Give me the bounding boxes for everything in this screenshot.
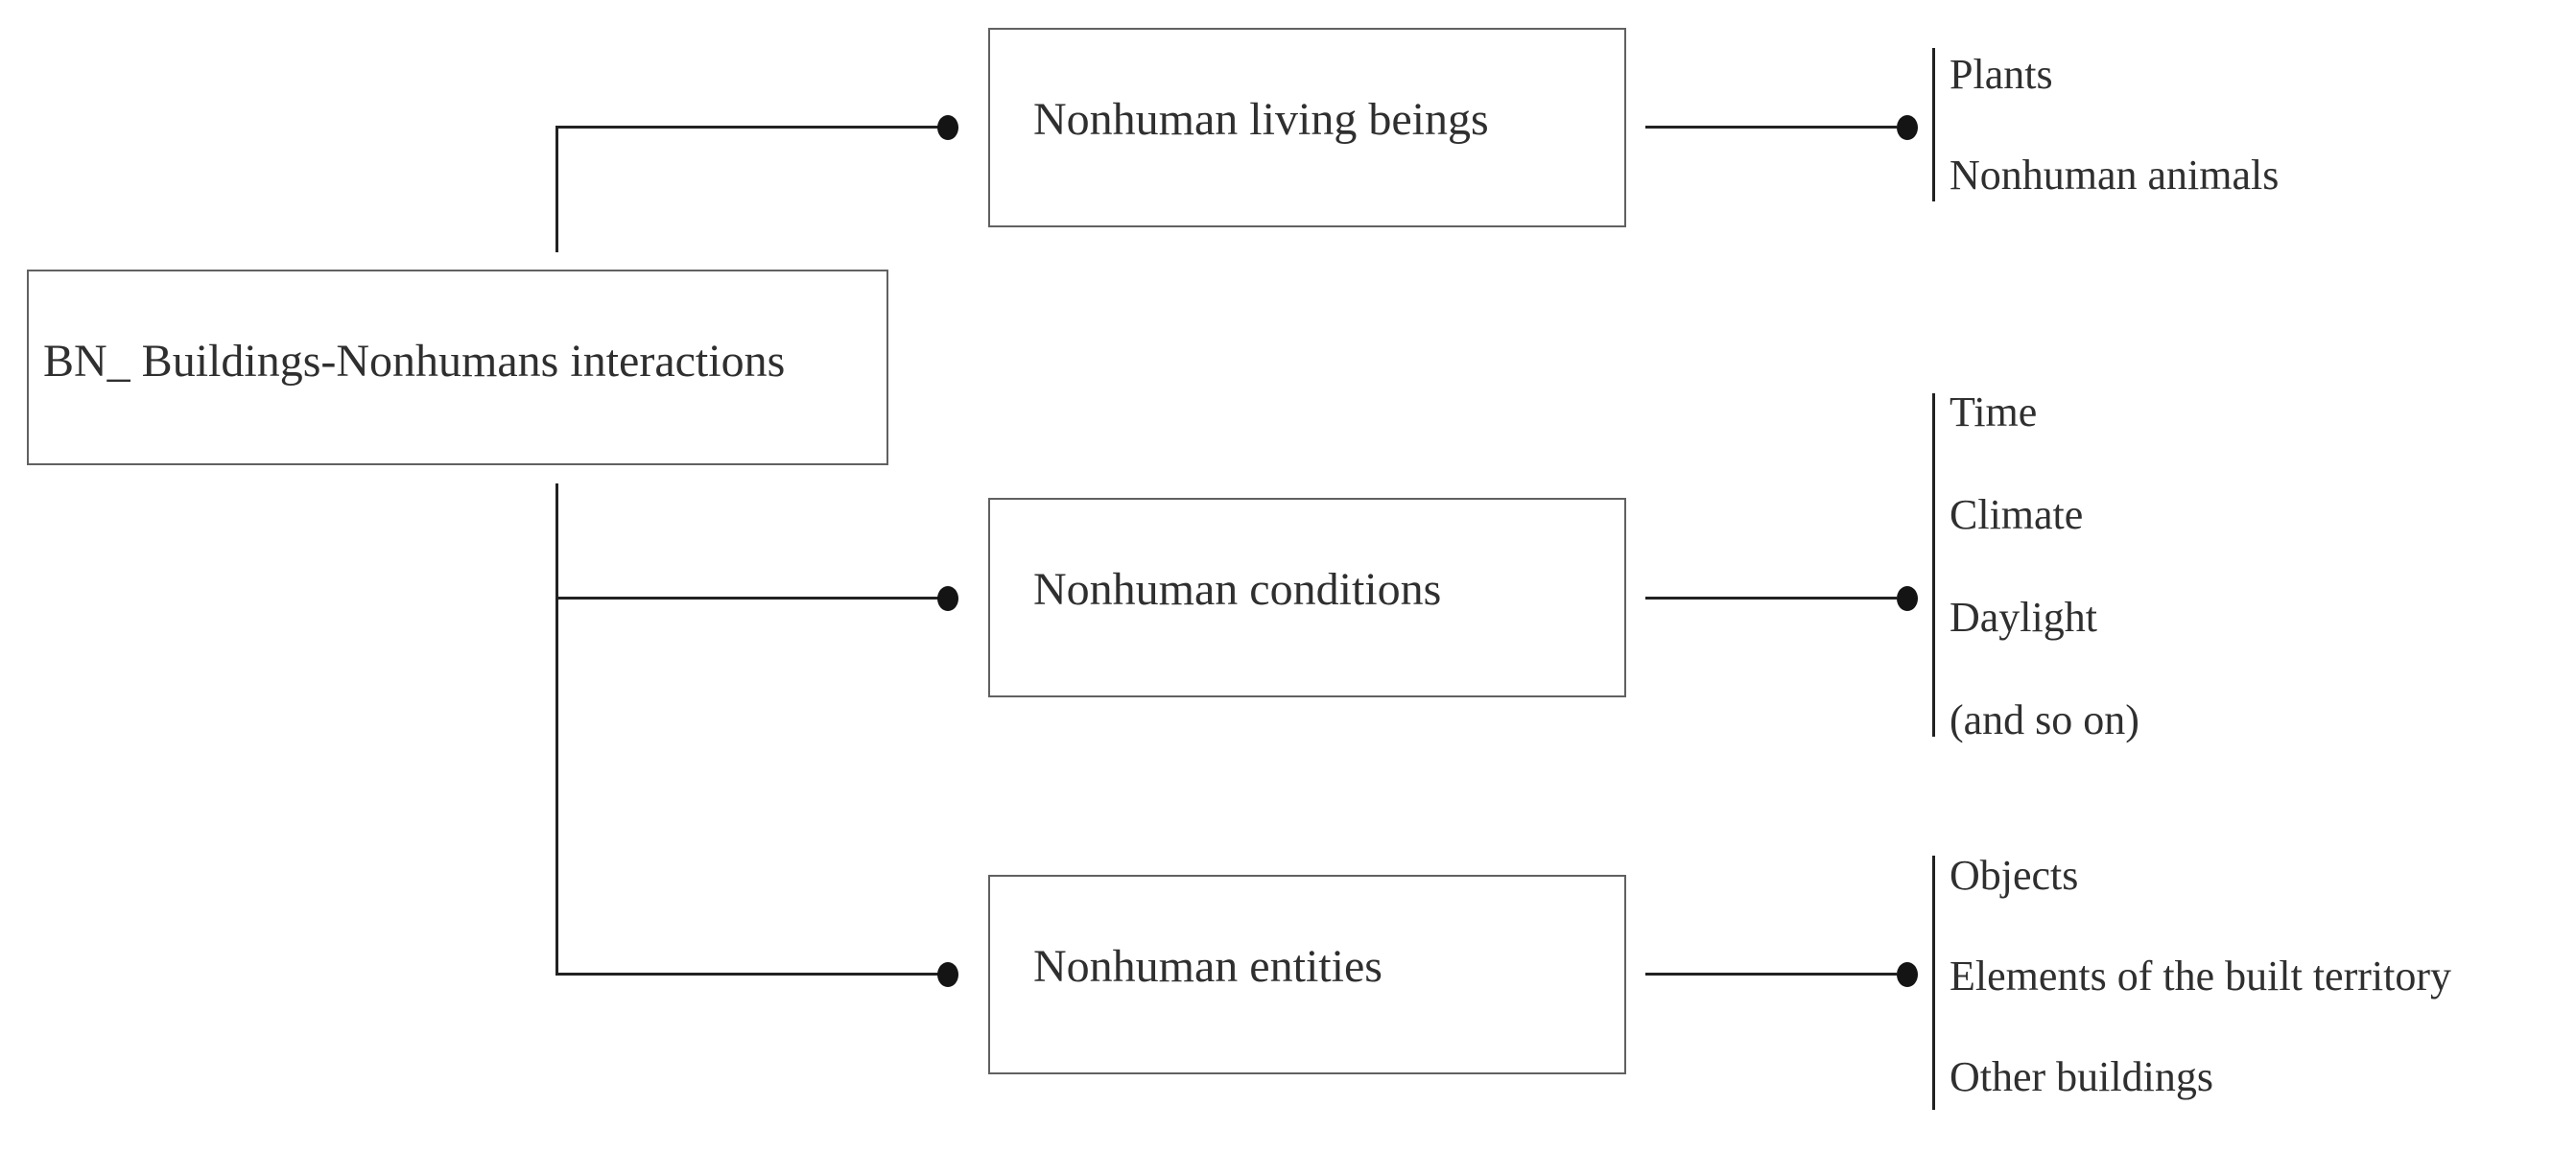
connector-dot-icon	[937, 586, 958, 611]
item-group-bar	[1932, 48, 1935, 201]
list-item-label: Other buildings	[1950, 1052, 2213, 1100]
category-box-label: Nonhuman living beings	[1033, 93, 1489, 145]
category-box-label: Nonhuman entities	[1033, 940, 1383, 992]
item-group-bar	[1932, 393, 1935, 737]
connector-dot-icon	[1897, 115, 1918, 140]
connector-dot-icon	[1897, 962, 1918, 987]
list-item-label: Time	[1950, 388, 2038, 435]
list-item-label: Climate	[1950, 490, 2084, 538]
root-box: BN_ Buildings-Nonhumans interactions	[27, 270, 888, 465]
item-list-entities: Objects Elements of the built territory …	[1950, 825, 2451, 1127]
connector-trunk-top	[555, 128, 558, 252]
category-box-nonhuman-living-beings: Nonhuman living beings	[988, 28, 1626, 227]
list-item-label: Plants	[1950, 50, 2053, 98]
list-item: Other buildings	[1950, 1026, 2451, 1127]
connector-branch-entities	[555, 973, 938, 976]
item-group-bar	[1932, 856, 1935, 1110]
root-box-label: BN_ Buildings-Nonhumans interactions	[43, 335, 786, 387]
list-item: Nonhuman animals	[1950, 125, 2279, 225]
list-item-label: Daylight	[1950, 593, 2097, 641]
item-list-conditions: Time Climate Daylight (and so on)	[1950, 361, 2139, 771]
list-item-label: (and so on)	[1950, 695, 2139, 743]
connector-trunk-bottom	[555, 483, 558, 976]
list-item: Objects	[1950, 825, 2451, 926]
connector-dot-icon	[937, 115, 958, 140]
list-item: Daylight	[1950, 566, 2139, 669]
list-item: Time	[1950, 361, 2139, 463]
category-box-nonhuman-entities: Nonhuman entities	[988, 875, 1626, 1074]
list-item-label: Objects	[1950, 851, 2079, 899]
list-item: Climate	[1950, 463, 2139, 566]
connector-to-items-entities	[1645, 973, 1897, 976]
list-item: Elements of the built territory	[1950, 926, 2451, 1026]
list-item-label: Nonhuman animals	[1950, 151, 2280, 199]
item-list-living-beings: Plants Nonhuman animals	[1950, 24, 2279, 225]
category-box-label: Nonhuman conditions	[1033, 563, 1442, 615]
list-item: (and so on)	[1950, 669, 2139, 771]
list-item: Plants	[1950, 24, 2279, 125]
connector-to-items-living-beings	[1645, 126, 1897, 129]
list-item-label: Elements of the built territory	[1950, 952, 2451, 1000]
category-box-nonhuman-conditions: Nonhuman conditions	[988, 498, 1626, 697]
connector-dot-icon	[937, 962, 958, 987]
connector-dot-icon	[1897, 586, 1918, 611]
connector-branch-living-beings	[555, 126, 938, 129]
connector-branch-conditions	[555, 597, 938, 600]
connector-to-items-conditions	[1645, 597, 1897, 600]
